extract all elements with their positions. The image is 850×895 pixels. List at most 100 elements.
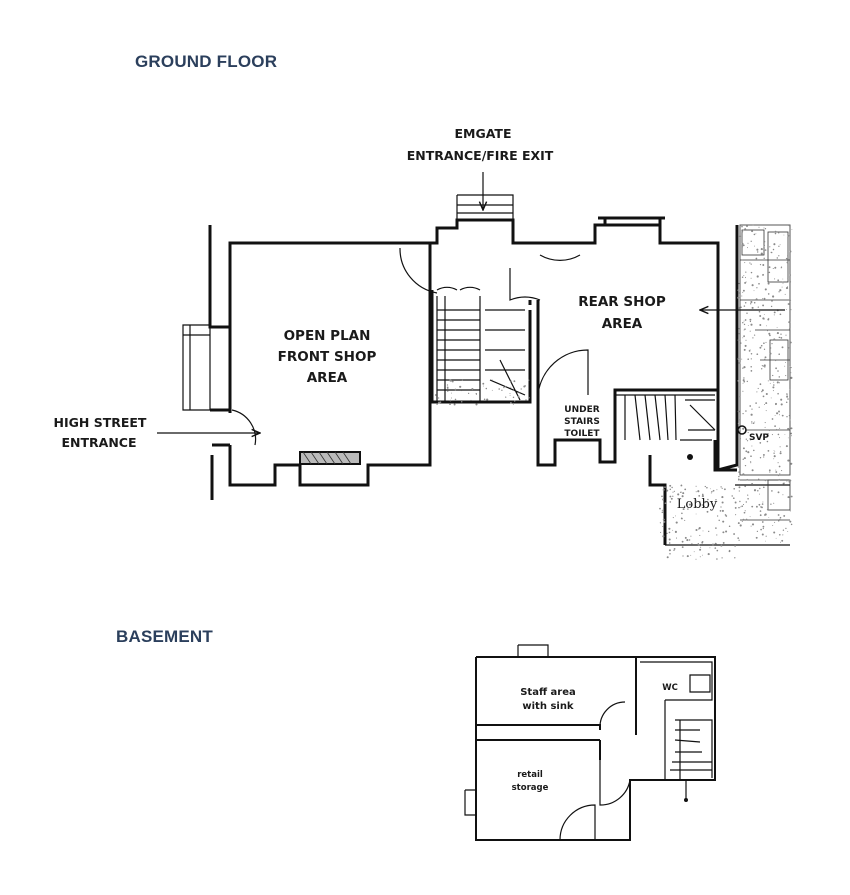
stipple-dot [774, 359, 777, 362]
stipple-dot [765, 341, 767, 343]
stipple-dot [763, 297, 766, 300]
stipple-dot [741, 225, 743, 228]
stipple-dot [764, 288, 767, 291]
stipple-dot [702, 530, 704, 532]
stipple-dot [722, 520, 725, 523]
basement-staircase [670, 719, 713, 780]
stipple-dot [762, 501, 764, 503]
stipple-dot [750, 323, 753, 326]
stipple-dot [749, 320, 752, 323]
stipple-dot [774, 425, 776, 427]
stipple-dot [758, 478, 760, 480]
stipple-dot [742, 367, 744, 369]
stipple-dot [750, 455, 752, 458]
front-shop-label-line1: OPEN PLAN [284, 328, 371, 344]
stipple-dot [437, 397, 440, 399]
stipple-dot [759, 510, 762, 512]
stipple-dot [681, 540, 684, 543]
stipple-dot [747, 451, 750, 454]
stipple-dot [447, 387, 449, 390]
stipple-dot [750, 277, 752, 279]
stipple-dot [762, 453, 765, 456]
stipple-dot [786, 394, 788, 396]
stipple-dot [743, 366, 745, 367]
stipple-dot [751, 408, 753, 410]
stipple-dot [767, 318, 770, 321]
stipple-dot [780, 403, 783, 406]
stipple-dot [718, 519, 720, 522]
stipple-dot [771, 342, 773, 345]
stipple-dot [714, 542, 717, 545]
stipple-dot [662, 535, 665, 538]
stipple-dot [761, 368, 763, 370]
stipple-dot [778, 255, 780, 257]
stipple-dot [434, 394, 437, 396]
stipple-dot [772, 386, 775, 389]
stipple-dot [774, 266, 777, 269]
stipple-dot [769, 352, 772, 355]
stipple-dot [716, 489, 718, 491]
stipple-dot [716, 534, 718, 536]
stipple-dot [737, 410, 740, 413]
stipple-dot [680, 491, 682, 493]
stipple-dot [789, 250, 792, 253]
stipple-dot [684, 488, 687, 491]
neighbouring-building-hatching [739, 224, 791, 521]
stipple-dot [513, 400, 516, 402]
stipple-dot [520, 388, 522, 390]
stipple-dot [790, 432, 793, 435]
stipple-dot [790, 341, 792, 344]
stipple-dot [483, 385, 484, 387]
stipple-dot [695, 558, 697, 560]
stipple-dot [720, 486, 722, 488]
stipple-dot [755, 298, 758, 301]
stipple-dot [762, 527, 764, 530]
stipple-dot [509, 393, 511, 394]
stipple-dot [681, 512, 683, 515]
stipple-dot [739, 500, 741, 503]
stipple-dot [752, 337, 754, 339]
stipple-dot [743, 348, 746, 351]
stipple-dot [737, 296, 740, 299]
stipple-dot [741, 295, 743, 297]
stipple-dot [697, 542, 699, 545]
stipple-dot [707, 553, 710, 556]
high-street-label-line1: HIGH STREET [54, 415, 147, 430]
stipple-dot [749, 405, 752, 407]
stipple-dot [772, 390, 774, 392]
stipple-dot [751, 422, 753, 424]
stipple-dot [755, 402, 757, 404]
stipple-dot [513, 380, 516, 383]
stipple-dot [662, 488, 665, 491]
stipple-dot [715, 499, 717, 501]
stipple-dot [743, 335, 745, 338]
stipple-dot [709, 488, 711, 490]
stipple-dot [742, 412, 744, 415]
stipple-dot [737, 466, 740, 468]
stipple-dot [788, 299, 792, 302]
stipple-dot [764, 404, 765, 405]
stipple-dot [737, 380, 739, 382]
stipple-dot [666, 489, 669, 492]
rear-staircase [615, 394, 716, 441]
stipple-dot [751, 505, 754, 508]
stipple-dot [446, 386, 449, 389]
stipple-dot [672, 517, 674, 519]
stipple-dot [738, 539, 740, 541]
stipple-dot [767, 380, 769, 382]
stipple-dot [756, 530, 759, 533]
stipple-dot [454, 388, 457, 391]
stipple-dot [778, 414, 780, 416]
stipple-dot [779, 518, 781, 520]
stipple-dot [762, 273, 764, 276]
stipple-dot [759, 264, 762, 266]
stipple-dot [788, 481, 790, 483]
stipple-dot [669, 495, 672, 498]
stipple-dot [686, 539, 689, 542]
stipple-dot [750, 370, 753, 372]
stipple-dot [716, 558, 718, 560]
stipple-dot [775, 469, 777, 471]
stipple-dot [779, 244, 781, 246]
stipple-dot [702, 554, 703, 556]
stipple-dot [787, 459, 790, 462]
